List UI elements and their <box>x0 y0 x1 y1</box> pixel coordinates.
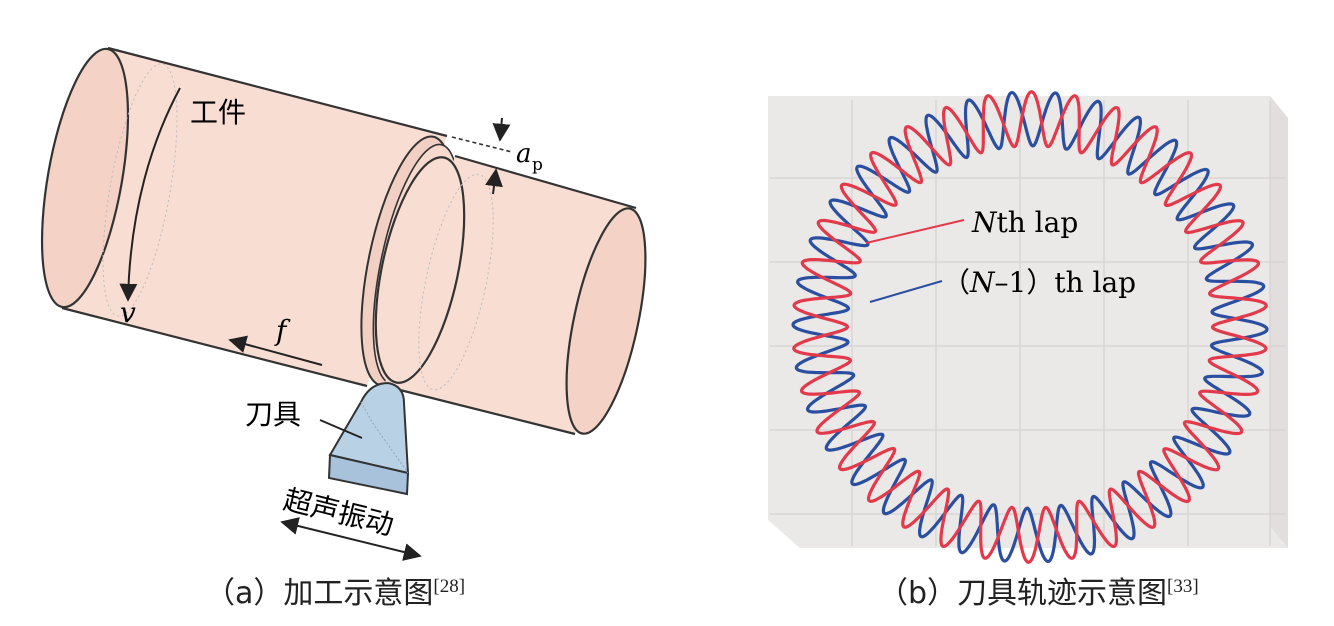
panel-b-trajectory-plot: Nth lap （N–1）th lap <box>768 90 1288 564</box>
lap-n-minus-1-italic: N <box>969 266 996 299</box>
ultrasonic-label: 超声振动 <box>280 483 397 542</box>
panel-a-machining-diagram: a p v 工件 f 刀具 超声振动 <box>40 46 647 561</box>
caption-b-text: 刀具轨迹示意图 <box>957 576 1168 611</box>
caption-a-prefix: （a） <box>205 576 284 611</box>
caption-a: （a）加工示意图[28] <box>205 568 465 612</box>
caption-b: （b）刀具轨迹示意图[33] <box>878 568 1199 612</box>
workpiece-cylinder-small <box>374 154 647 436</box>
depth-subscript: p <box>532 155 543 175</box>
velocity-arrow <box>119 87 181 302</box>
cutting-tool <box>327 381 410 496</box>
lap-n-trajectory <box>792 90 1268 564</box>
caption-b-prefix: （b） <box>878 576 958 611</box>
lap-n-minus-1-text: –1）th lap <box>995 266 1137 299</box>
caption-b-ref: [33] <box>1167 576 1199 597</box>
depth-symbol: a <box>516 139 532 169</box>
plot-background <box>768 96 1288 548</box>
ultrasonic-arrow <box>280 517 422 561</box>
feed-arrow <box>228 335 323 366</box>
svg-text:Nth lap: Nth lap <box>971 206 1078 239</box>
depth-of-cut-indicator: a p <box>451 117 543 195</box>
lap-n-text: th lap <box>997 206 1079 239</box>
lap-n-callout: Nth lap <box>865 206 1078 244</box>
tool-label: 刀具 <box>245 398 301 431</box>
caption-a-text: 加工示意图 <box>283 576 434 611</box>
lap-n-minus-1-callout: （N–1）th lap <box>869 266 1136 303</box>
svg-text:（N–1）th lap: （N–1）th lap <box>942 266 1136 299</box>
lap-n-minus-1-trajectory <box>791 91 1269 563</box>
velocity-symbol: v <box>120 296 136 329</box>
lap-n-italic: N <box>971 206 998 239</box>
workpiece-label: 工件 <box>190 96 246 129</box>
caption-a-ref: [28] <box>433 576 466 597</box>
tool-leader-line <box>319 419 363 439</box>
lap-n-minus-1-open: （ <box>942 266 970 299</box>
workpiece-cylinder-large <box>40 46 448 388</box>
